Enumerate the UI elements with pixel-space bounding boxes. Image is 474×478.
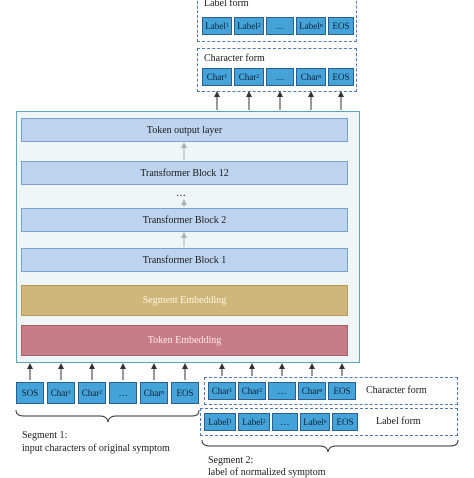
input-cell-eos: EOS [171, 382, 199, 404]
blocks-ellipsis: … [176, 188, 186, 199]
char-form-title: Character form [204, 53, 265, 64]
segment-braces [15, 409, 459, 453]
top-label-cell-eos: EOS [328, 17, 354, 35]
segment-1-desc: input characters of original symptom [22, 443, 170, 454]
input-arrows [27, 363, 345, 380]
right-label-cell-ellipsis: … [272, 413, 298, 431]
transformer-block-1: Transformer Block 1 [21, 248, 348, 272]
segment-2-desc: label of normalized symptom [208, 467, 326, 478]
right-char-cell-eos: EOS [328, 382, 356, 400]
transformer-block-12: Transformer Block 12 [21, 161, 348, 185]
top-label-cell-ellipsis: … [266, 17, 294, 35]
segment-embedding: Segment Embedding [21, 285, 348, 316]
right-char-cell-ellipsis: … [268, 382, 296, 400]
label-form-title: Label form [204, 0, 249, 9]
output-arrows [214, 91, 344, 110]
segment-1-title: Segment 1: [22, 430, 68, 441]
transformer-block-2: Transformer Block 2 [21, 208, 348, 232]
top-char-cell-eos: EOS [328, 68, 354, 86]
input-cell-ellipsis: … [109, 382, 137, 404]
input-cell-sos: SOS [16, 382, 44, 404]
segment-2-title: Segment 2: [208, 455, 254, 466]
right-char-form-label: Character form [366, 385, 427, 396]
right-label-cell-eos: EOS [332, 413, 358, 431]
top-char-cell-ellipsis: … [266, 68, 294, 86]
right-label-form-label: Label form [376, 416, 421, 427]
token-output-layer: Token output layer [21, 118, 348, 142]
token-embedding: Token Embedding [21, 325, 348, 356]
model-container [16, 111, 360, 363]
